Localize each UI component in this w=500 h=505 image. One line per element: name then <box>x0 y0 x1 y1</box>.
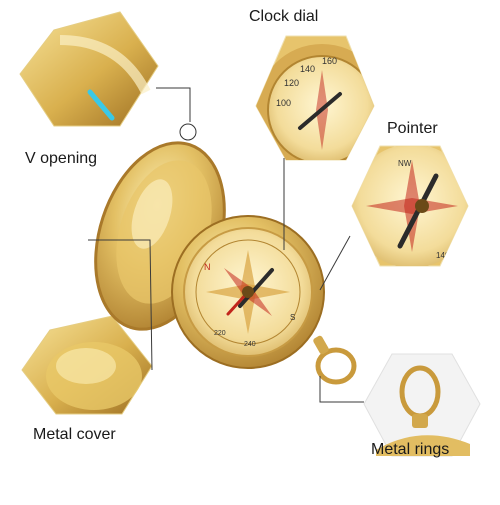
svg-text:220: 220 <box>214 330 226 337</box>
svg-text:240: 240 <box>244 341 256 348</box>
label-metal-rings: Metal rings <box>371 441 450 458</box>
hexagon-metal-rings <box>363 353 481 457</box>
label-v-opening: V opening <box>25 150 98 167</box>
callout-line-icon <box>156 87 191 122</box>
label-clock-dial: Clock dial <box>249 8 319 25</box>
svg-text:S: S <box>290 313 295 322</box>
hexagon-metal-cover <box>21 315 153 415</box>
label-pointer: Pointer <box>387 120 438 137</box>
svg-text:120: 120 <box>284 78 299 88</box>
compass-needle <box>238 268 274 308</box>
callout-lines <box>88 87 364 403</box>
hexagon-clock-dial: 120 140 160 100 <box>255 35 375 161</box>
pull-ring <box>315 347 357 385</box>
svg-text:100: 100 <box>276 98 291 108</box>
svg-text:160: 160 <box>322 56 337 66</box>
compass-lid <box>94 141 226 331</box>
svg-text:NW: NW <box>398 159 412 168</box>
compass-body: N S 220 240 <box>171 215 357 385</box>
v-gap-highlight-icon <box>87 89 115 121</box>
label-metal-cover: Metal cover <box>33 426 116 443</box>
hexagon-pointer: NW 140 <box>351 145 469 267</box>
hexagon-v-opening <box>19 11 159 127</box>
svg-text:140: 140 <box>300 64 315 74</box>
svg-text:140: 140 <box>436 251 450 260</box>
dial-north-mark: N <box>204 262 211 272</box>
